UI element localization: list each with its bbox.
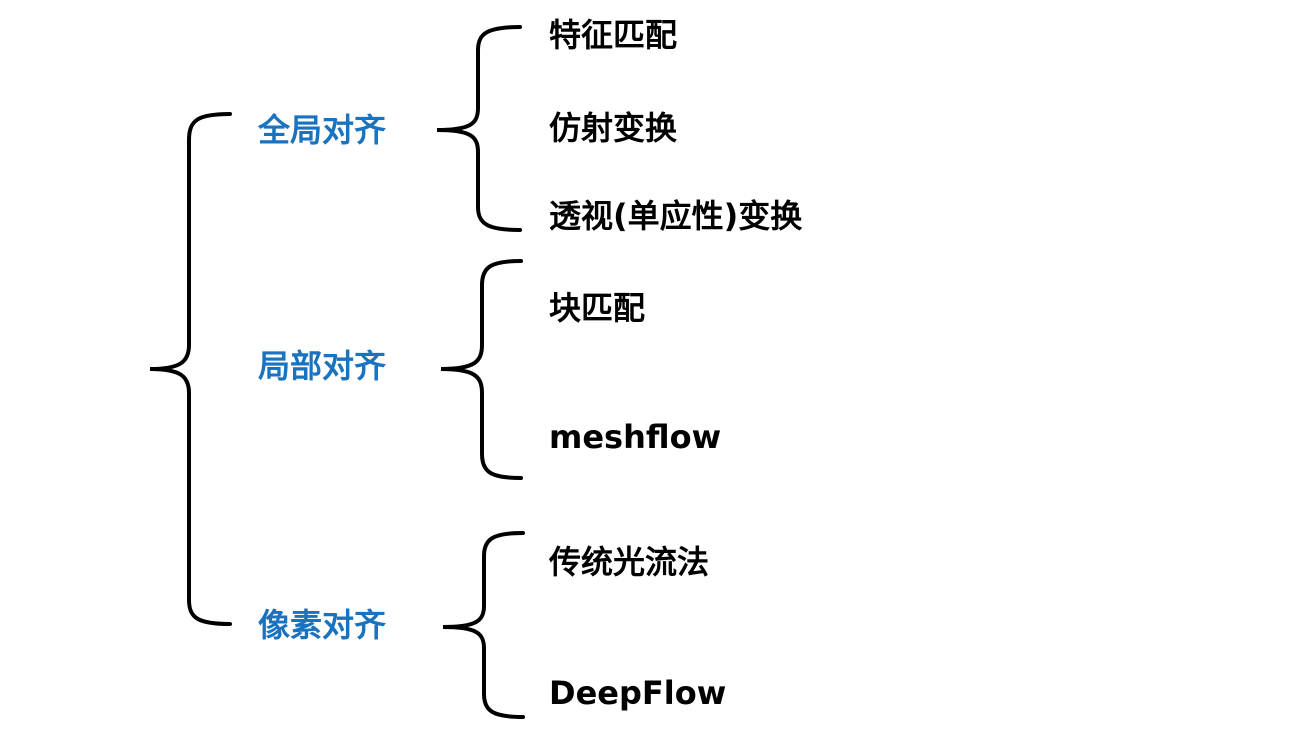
- leaf-label-feature-matching: 特征匹配: [549, 16, 678, 54]
- group-bracket-pixel: [442, 531, 525, 719]
- leaf-label-deepflow: DeepFlow: [549, 674, 727, 712]
- group-label-pixel: 像素对齐: [258, 606, 387, 644]
- leaf-label-affine-transform: 仿射变换: [549, 109, 678, 147]
- group-bracket-global: [436, 25, 522, 232]
- leaf-label-block-matching: 块匹配: [549, 289, 646, 327]
- leaf-label-meshflow: meshflow: [549, 418, 722, 456]
- group-label-global: 全局对齐: [258, 111, 387, 149]
- group-label-local: 局部对齐: [258, 347, 387, 385]
- leaf-label-perspective-transform: 透视(单应性)变换: [549, 197, 803, 235]
- root-bracket: [149, 112, 232, 626]
- leaf-label-optical-flow: 传统光流法: [549, 543, 710, 581]
- group-bracket-local: [440, 259, 523, 480]
